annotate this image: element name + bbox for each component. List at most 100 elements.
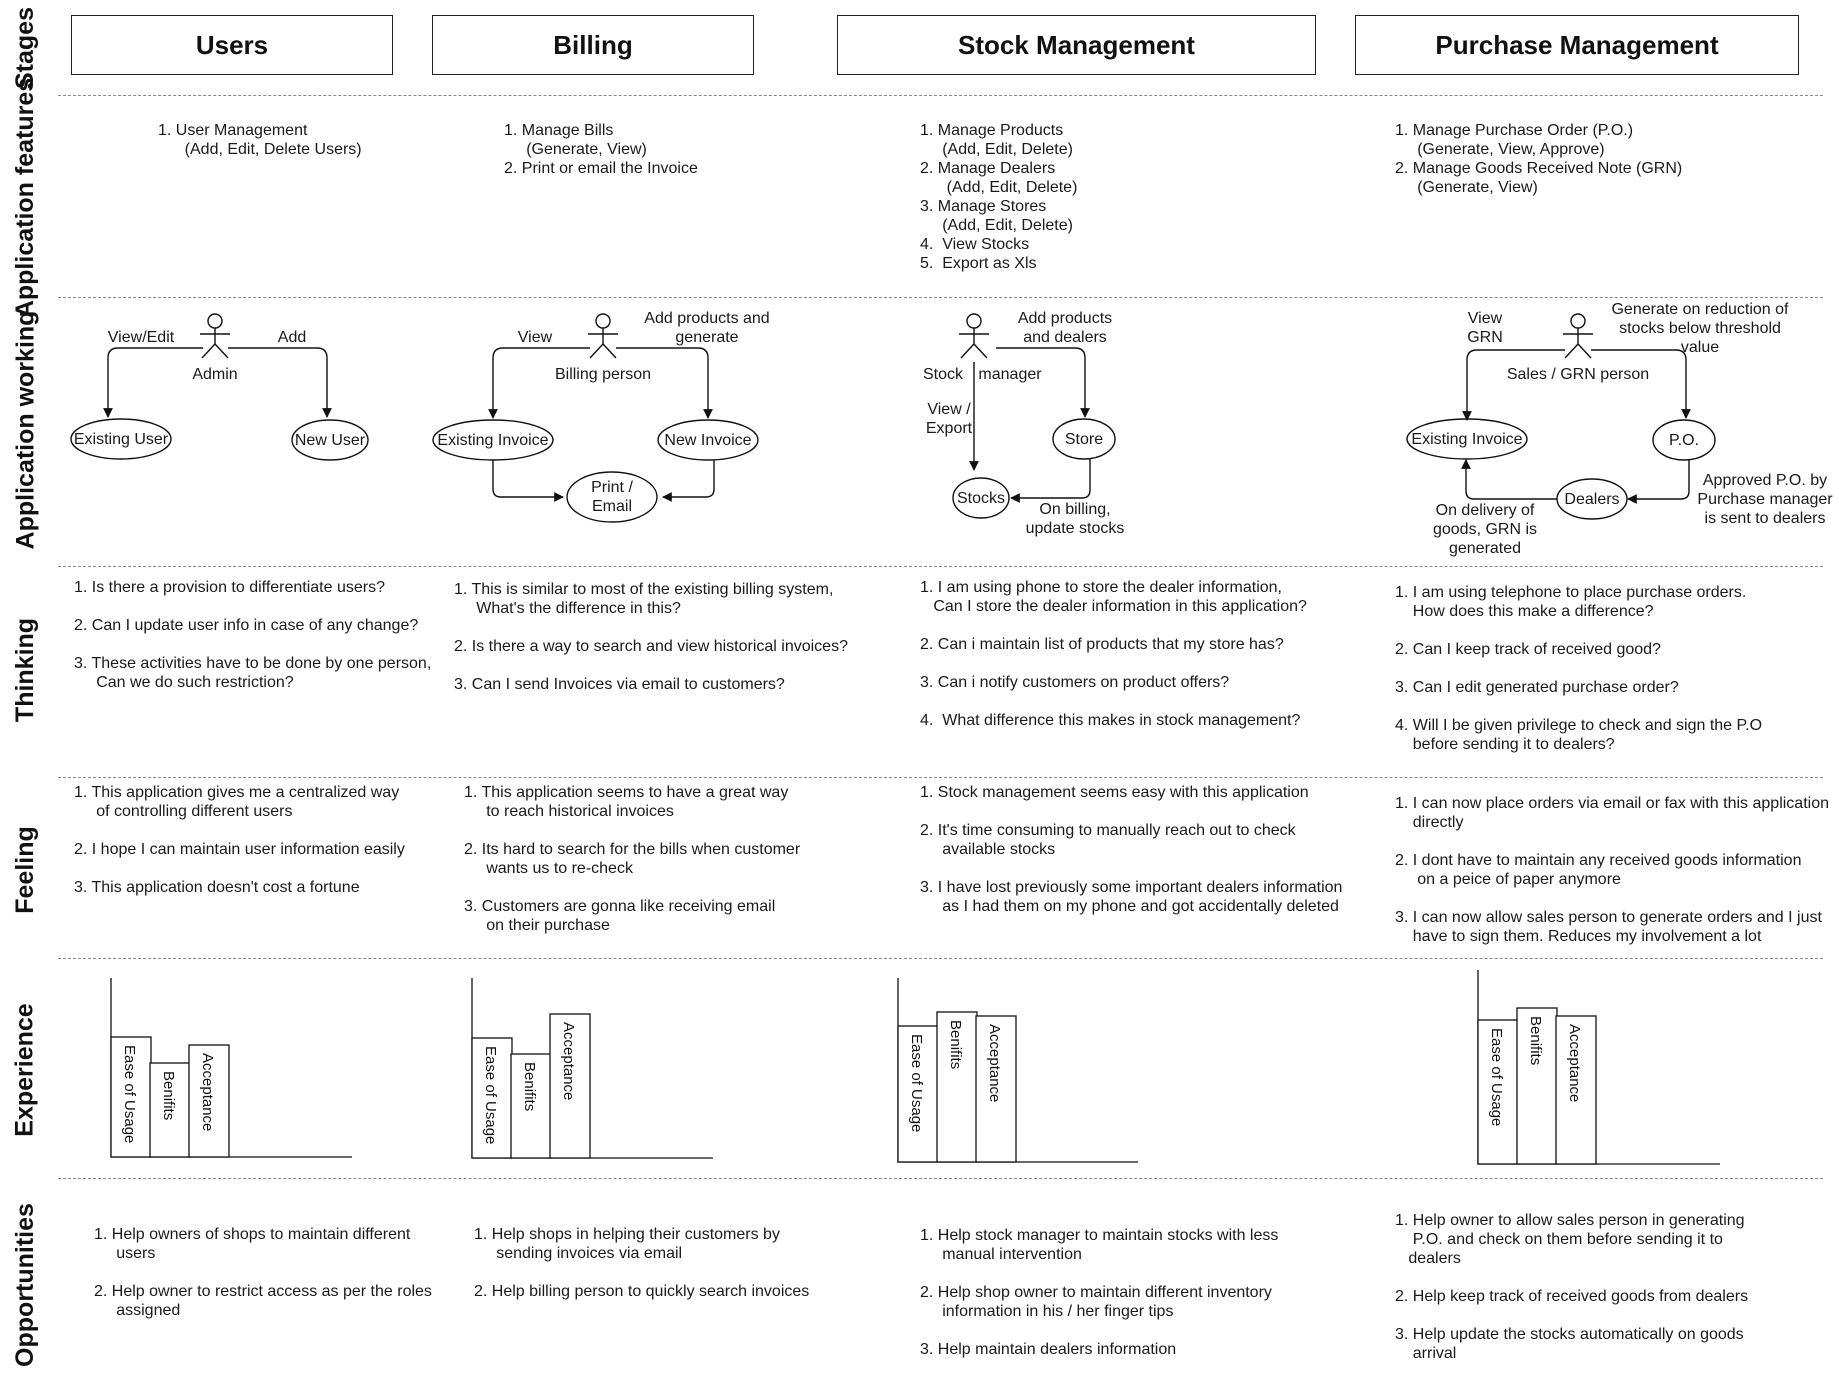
experience-chart-users: Ease of Usage Benifits Acceptance xyxy=(110,978,352,1158)
experience-bar-label: Benifits xyxy=(521,1062,538,1111)
actor-admin-icon xyxy=(200,313,230,359)
experience-chart-stock: Ease of Usage Benifits Acceptance xyxy=(897,978,1138,1163)
label-print-email: Print / Email xyxy=(591,479,633,515)
edge-billing-view xyxy=(488,347,590,419)
feeling-users: 1. This application gives me a centraliz… xyxy=(74,784,405,896)
experience-bar-ease-of-usage xyxy=(471,1037,513,1159)
label-dealers: Dealers xyxy=(1564,491,1620,508)
features-stock: 1. Manage Products (Add, Edit, Delete) 2… xyxy=(920,122,1078,272)
experience-bar-ease-of-usage xyxy=(897,1025,939,1163)
label-po: P.O. xyxy=(1669,432,1699,449)
row-separator xyxy=(58,566,1823,567)
label-billing-add: Add products and generate xyxy=(644,310,770,346)
experience-bar-label: Ease of Usage xyxy=(908,1034,925,1132)
label-actor-stock: Stock xyxy=(922,366,963,383)
label-stock-view-export: View / Export xyxy=(925,401,973,437)
edge-dealers-to-invoice xyxy=(1461,459,1557,500)
feeling-billing: 1. This application seems to have a grea… xyxy=(464,784,801,934)
node-po xyxy=(1652,419,1716,461)
thinking-billing: 1. This is similar to most of the existi… xyxy=(454,581,848,693)
actor-billing-person-icon xyxy=(588,313,618,359)
label-users-add: Add xyxy=(277,329,307,346)
experience-bar-label: Benifits xyxy=(1527,1016,1544,1065)
label-stock-add: Add products and dealers xyxy=(1017,310,1113,346)
experience-bar-label: Benifits xyxy=(160,1071,177,1120)
row-separator xyxy=(58,958,1823,959)
node-store xyxy=(1052,418,1116,460)
label-actor-sales-grn-person: Sales / GRN person xyxy=(1506,366,1650,383)
stage-purchase-management: Purchase Management xyxy=(1355,15,1799,75)
label-stocks: Stocks xyxy=(956,490,1005,507)
edge-users-view-edit xyxy=(103,347,203,418)
label-purchase-generate: Generate on reduction of stocks below th… xyxy=(1611,301,1789,356)
opportunities-stock: 1. Help stock manager to maintain stocks… xyxy=(920,1227,1279,1358)
experience-bar-label: Ease of Usage xyxy=(1488,1028,1505,1126)
label-purchase-view-grn: View GRN xyxy=(1467,310,1503,346)
experience-bar-label: Acceptance xyxy=(560,1022,577,1100)
edge-purchase-generate xyxy=(1591,349,1691,419)
row-separator xyxy=(58,1178,1823,1179)
edge-po-to-dealers xyxy=(1627,460,1690,504)
stage-stock-management: Stock Management xyxy=(837,15,1316,75)
opportunities-billing: 1. Help shops in helping their customers… xyxy=(474,1226,810,1300)
actor-sales-grn-person-icon xyxy=(1563,313,1593,359)
experience-bar-benifits xyxy=(510,1053,552,1159)
experience-bar-acceptance xyxy=(1555,1015,1597,1165)
thinking-stock: 1. I am using phone to store the dealer … xyxy=(920,579,1307,729)
experience-bar-label: Acceptance xyxy=(199,1053,216,1131)
experience-bar-label: Benifits xyxy=(947,1020,964,1069)
opportunities-purchase: 1. Help owner to allow sales person in g… xyxy=(1395,1212,1749,1362)
node-print-email xyxy=(566,471,658,523)
opportunities-users: 1. Help owners of shops to maintain diff… xyxy=(94,1226,432,1319)
stage-users: Users xyxy=(71,15,393,75)
label-actor-admin: Admin xyxy=(192,366,238,383)
feeling-purchase: 1. I can now place orders via email or f… xyxy=(1395,795,1829,945)
node-new-user xyxy=(291,419,369,461)
features-billing: 1. Manage Bills (Generate, View) 2. Prin… xyxy=(504,122,698,177)
experience-chart-billing: Ease of Usage Benifits Acceptance xyxy=(471,978,713,1159)
experience-bar-label: Acceptance xyxy=(1566,1024,1583,1102)
actor-stock-manager-icon xyxy=(959,313,989,359)
experience-bar-label: Ease of Usage xyxy=(482,1046,499,1144)
node-stocks xyxy=(952,477,1010,519)
experience-bar-benifits xyxy=(936,1011,978,1163)
edge-billing-add xyxy=(616,347,713,419)
edge-stock-add xyxy=(996,347,1090,418)
label-new-user: New User xyxy=(294,432,366,449)
thinking-users: 1. Is there a provision to differentiate… xyxy=(74,579,432,691)
experience-bar-label: Ease of Usage xyxy=(121,1045,138,1143)
features-users: 1. User Management (Add, Edit, Delete Us… xyxy=(158,122,362,158)
edge-store-to-stocks xyxy=(1010,459,1091,503)
experience-bar-acceptance xyxy=(549,1013,591,1159)
row-separator xyxy=(58,777,1823,778)
node-new-invoice xyxy=(657,419,759,461)
experience-bar-acceptance xyxy=(188,1044,230,1158)
label-billing-view: View xyxy=(517,329,553,346)
node-existing-user xyxy=(70,418,172,460)
label-existing-user: Existing User xyxy=(73,431,169,448)
node-purchase-existing-invoice xyxy=(1406,418,1528,460)
label-grn-generated: On delivery of goods, GRN is generated xyxy=(1432,502,1538,557)
thinking-purchase: 1. I am using telephone to place purchas… xyxy=(1395,584,1763,753)
label-stock-on-billing: On billing, update stocks xyxy=(1025,501,1125,537)
label-po-sent: Approved P.O. by Purchase manager is sen… xyxy=(1697,472,1833,527)
experience-bar-benifits xyxy=(149,1062,191,1158)
edge-existing-to-print xyxy=(492,460,564,502)
edge-purchase-view-grn xyxy=(1462,349,1565,421)
label-new-invoice: New Invoice xyxy=(664,432,752,449)
experience-bar-label: Acceptance xyxy=(986,1024,1003,1102)
experience-chart-purchase: Ease of Usage Benifits Acceptance xyxy=(1477,970,1720,1165)
row-separator xyxy=(58,95,1823,96)
label-users-view-edit: View/Edit xyxy=(107,329,175,346)
label-billing-existing-invoice: Existing Invoice xyxy=(437,432,549,449)
feeling-stock: 1. Stock management seems easy with this… xyxy=(920,784,1343,915)
label-actor-manager: manager xyxy=(978,366,1042,383)
label-purchase-existing-invoice: Existing Invoice xyxy=(1411,431,1523,448)
row-separator xyxy=(58,297,1823,298)
experience-bar-ease-of-usage xyxy=(110,1036,152,1158)
features-purchase: 1. Manage Purchase Order (P.O.) (Generat… xyxy=(1395,122,1683,196)
experience-bar-acceptance xyxy=(975,1015,1017,1163)
